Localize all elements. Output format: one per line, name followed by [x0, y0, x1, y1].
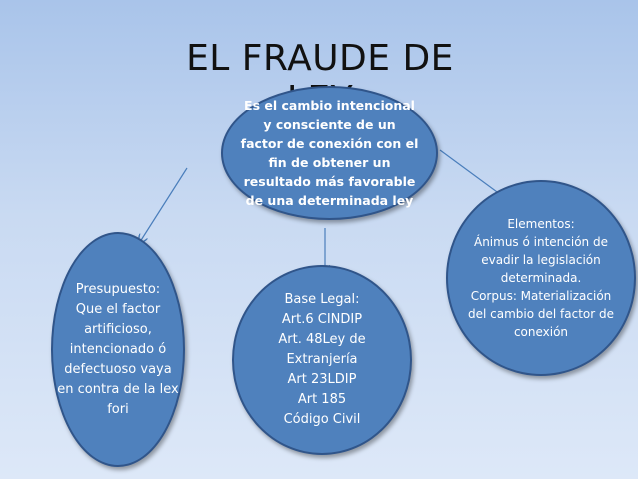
presupuesto-text: Presupuesto: Que el factor artificioso, …: [57, 281, 179, 417]
base-legal-node: Base Legal: Art.6 CINDIP Art. 48Ley de E…: [232, 265, 412, 455]
base-legal-text: Base Legal: Art.6 CINDIP Art. 48Ley de E…: [278, 292, 366, 427]
definition-node: Es el cambio intencional y consciente de…: [221, 86, 438, 220]
arrow-to-presupuesto: [138, 167, 188, 245]
elementos-node: Elementos: Ánimus ó intención de evadir …: [446, 180, 636, 376]
definition-text: Es el cambio intencional y consciente de…: [240, 98, 419, 208]
elementos-text: Elementos: Ánimus ó intención de evadir …: [467, 217, 614, 339]
presupuesto-node: Presupuesto: Que el factor artificioso, …: [51, 232, 185, 467]
